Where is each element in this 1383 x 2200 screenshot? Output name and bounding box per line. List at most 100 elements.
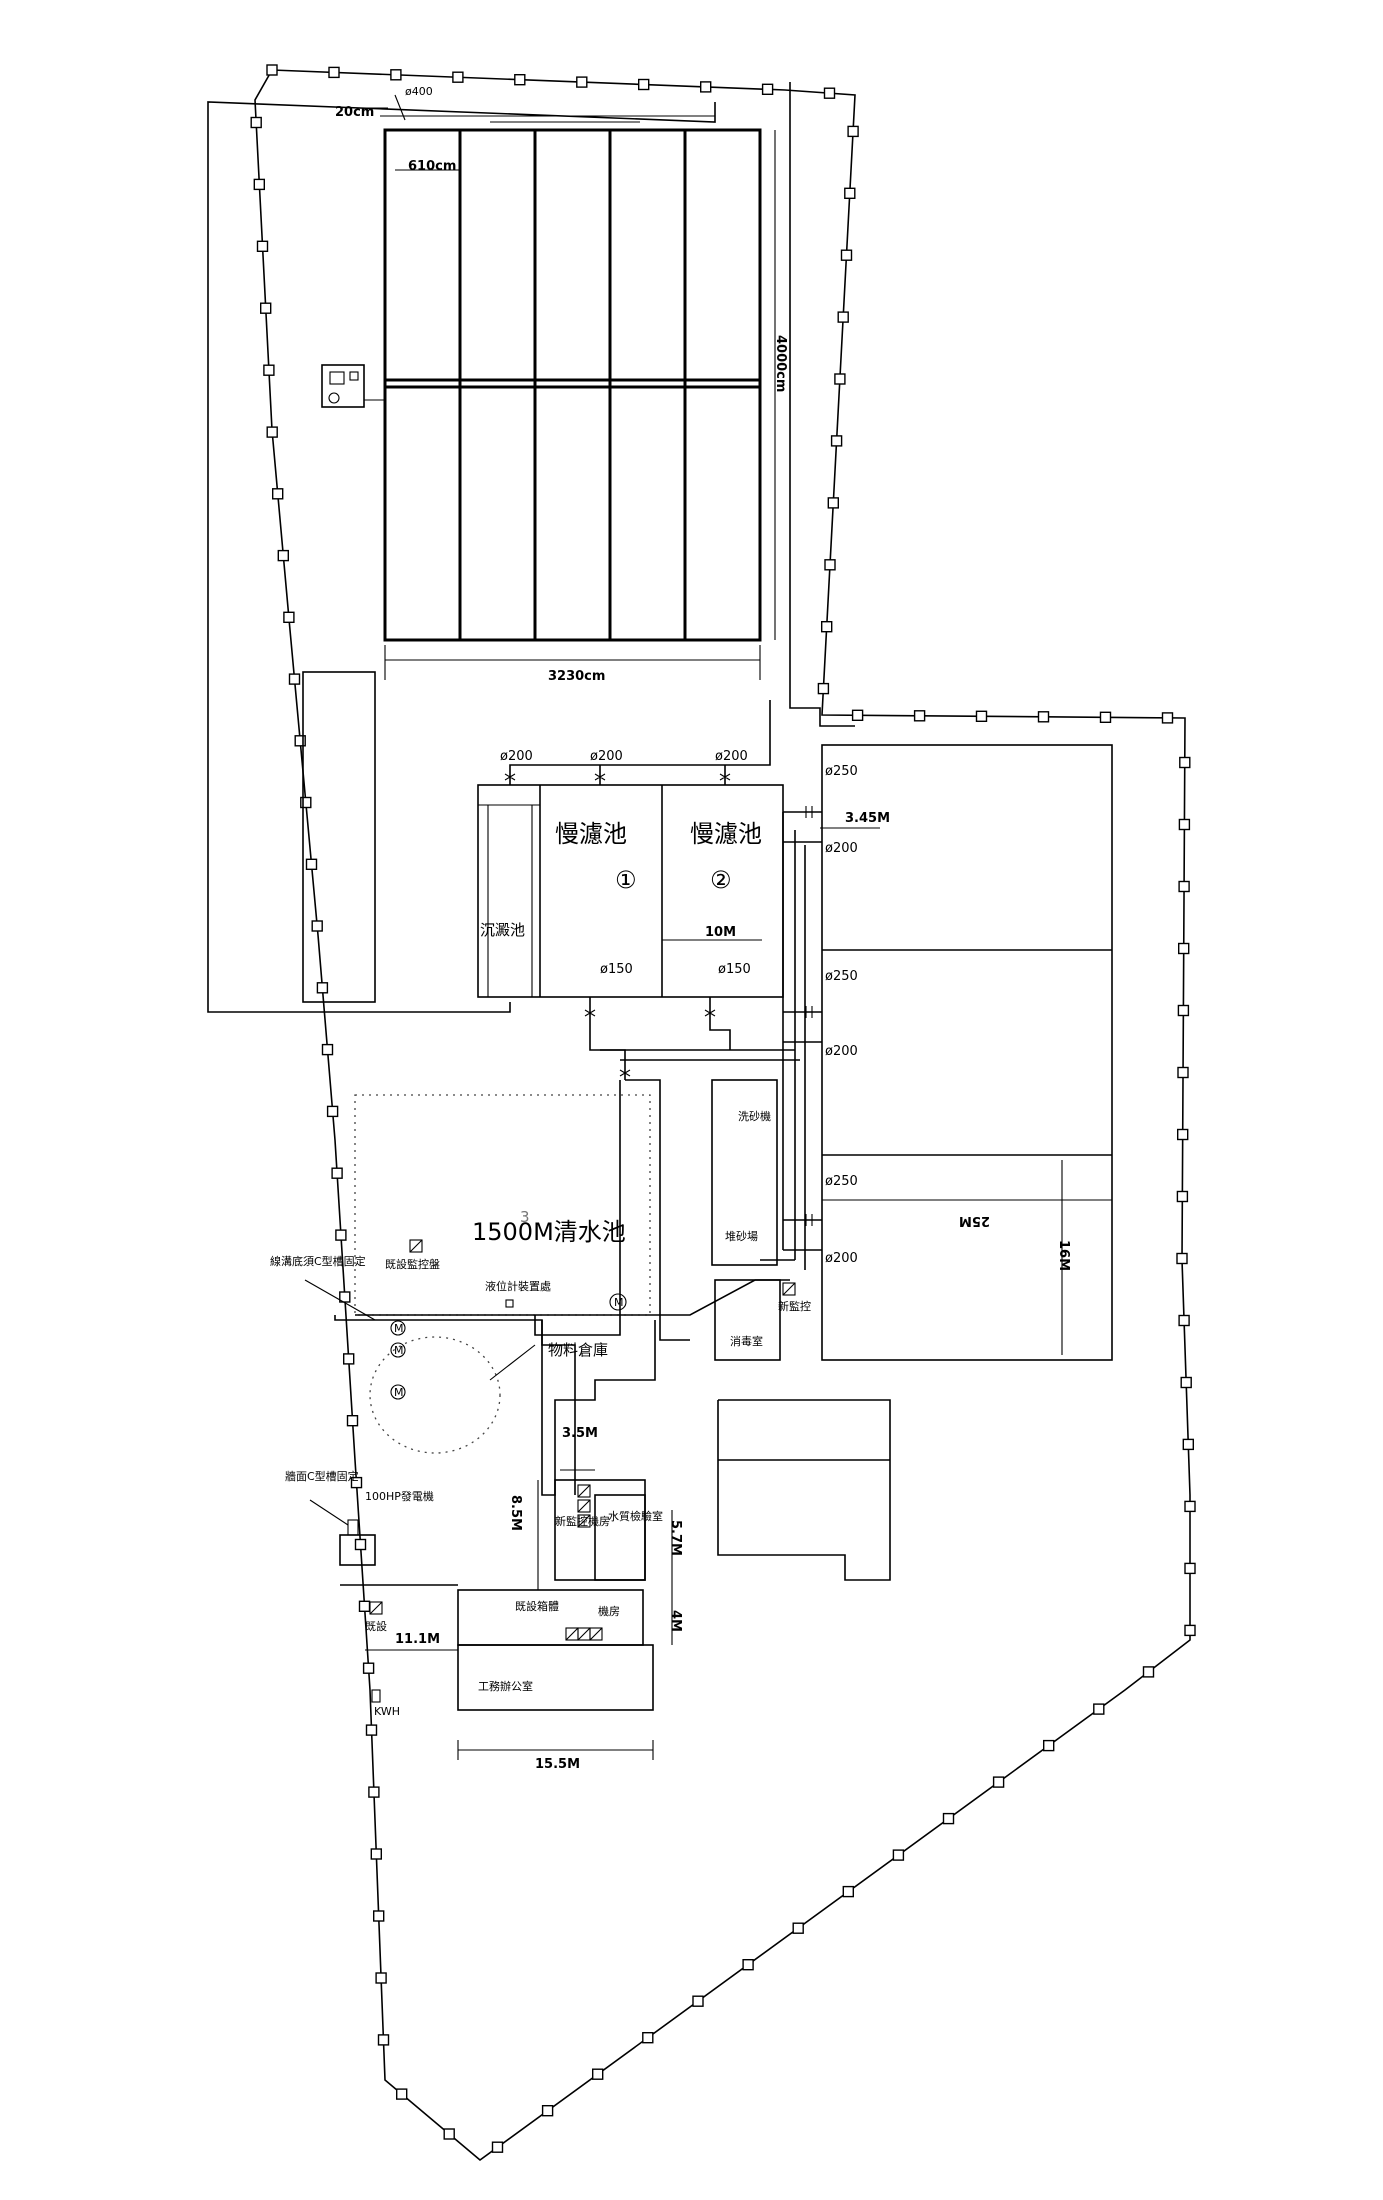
fence-post <box>375 1972 387 1984</box>
fence-posts <box>250 64 1196 2153</box>
pipe-label: ø200 <box>825 841 858 856</box>
dimension-lines <box>350 94 880 1760</box>
pipe-label: ø200 <box>825 1251 858 1266</box>
pipe-labels: ø200 ø200 ø200 ø250 ø200 ø250 ø200 ø250 … <box>500 749 858 1266</box>
fence-post <box>1093 1703 1105 1715</box>
pipe-label: ø200 <box>500 749 533 764</box>
clear-water-sup: 3 <box>520 1208 530 1226</box>
trench-note: 線溝底須C型槽固定 <box>270 1254 366 1268</box>
fence-post <box>840 249 853 261</box>
dim-pipe400: ø400 <box>405 85 433 98</box>
outlet-pipes <box>584 997 800 1341</box>
slow-filter-1-label: 慢濾池 <box>555 820 627 848</box>
fence-post <box>1161 712 1174 724</box>
fence-post <box>842 1885 854 1898</box>
pipe-label: ø200 <box>590 749 623 764</box>
dim-4: 4M <box>668 1610 683 1632</box>
fence-post <box>824 559 836 571</box>
basin-feed-pipes <box>760 806 822 1270</box>
new-monitor-label: 新監控 <box>778 1299 811 1313</box>
lower-building-area <box>304 1279 656 1711</box>
round-tank <box>369 1336 501 1454</box>
fence-post <box>692 1995 704 2007</box>
fence-post <box>316 982 329 994</box>
kwh-label: KWH <box>374 1705 400 1718</box>
fence-post <box>335 1229 347 1241</box>
motor-label-4: M <box>394 1386 404 1399</box>
fence-post <box>892 1849 905 1861</box>
fence-post <box>821 621 833 633</box>
fence-post <box>837 311 849 323</box>
dim-35: 3.5M <box>562 1426 598 1441</box>
disinfection-label: 消毒室 <box>730 1334 763 1348</box>
fence-post <box>266 64 278 76</box>
dim-25: 25M <box>959 1213 990 1228</box>
monitor-equipment <box>369 1484 603 1703</box>
fence-post <box>761 83 774 96</box>
fence-post <box>443 2128 455 2140</box>
sedimentation-label: 沉澱池 <box>480 921 525 939</box>
fence-post <box>1177 1066 1189 1079</box>
fence-post <box>277 549 289 562</box>
fence-post <box>491 2141 504 2153</box>
fence-post <box>390 69 402 81</box>
fence-post <box>339 1291 351 1303</box>
fence-post <box>396 2088 408 2100</box>
dimension-labels: 20cm ø400 610cm 3230cm 3.45M 10M 3.5M 11… <box>335 85 1071 1772</box>
clear-water-piping <box>355 1080 790 1336</box>
text-labels: 慢濾池 慢濾池 ① ② 沉澱池 3 1500M清水池 既設監控盤 液位計裝置處 … <box>270 820 811 1718</box>
fence-post <box>266 426 278 438</box>
office-building <box>457 1644 654 1711</box>
fence-post <box>1180 1376 1192 1389</box>
pipe-label: ø250 <box>825 969 858 984</box>
slow-filter-2-label: 慢濾池 <box>690 820 762 848</box>
fence-post <box>942 1812 955 1825</box>
fence-post <box>452 71 464 83</box>
fence-post <box>1178 818 1191 831</box>
fence-post <box>792 1922 804 1934</box>
filter-grid-array <box>380 115 776 680</box>
pipe-label: ø150 <box>718 962 751 977</box>
motor-label-3: M <box>394 1344 404 1357</box>
perimeter-fence <box>254 69 1191 2162</box>
fence-post <box>1177 1004 1190 1017</box>
disinfection-room <box>714 1279 781 1361</box>
new-monitor-room-label: 新監控機房 <box>555 1514 610 1528</box>
fence-post <box>541 2104 554 2117</box>
fence-post <box>373 1910 385 1922</box>
level-gauge-label: 液位計裝置處 <box>485 1279 551 1293</box>
fence-post <box>331 1167 343 1179</box>
sand-washer-yard <box>711 1079 778 1266</box>
fence-post <box>1184 1562 1196 1575</box>
dim-20cm: 20cm <box>335 105 374 120</box>
fence-post <box>343 1353 355 1365</box>
clear-water-tank <box>354 1094 651 1316</box>
dim-345: 3.45M <box>845 811 890 826</box>
fence-post <box>1099 711 1112 723</box>
fence-post <box>1176 1128 1189 1141</box>
pipe-label: ø150 <box>600 962 633 977</box>
fence-post <box>377 2034 390 2046</box>
other-buildings <box>717 1399 891 1581</box>
sand-yard-label: 堆砂場 <box>725 1230 758 1243</box>
fence-post <box>700 81 712 93</box>
office-label: 工務辦公室 <box>478 1679 533 1693</box>
fence-post <box>362 1662 375 1674</box>
fence-post <box>1178 1314 1190 1327</box>
fence-post <box>975 710 988 722</box>
fence-post <box>326 1105 339 1118</box>
fence-post <box>1182 1438 1195 1451</box>
fence-post <box>830 435 843 447</box>
dim-111: 11.1M <box>395 1632 440 1647</box>
water-lab-label: 水質檢驗室 <box>608 1509 663 1523</box>
fence-post <box>742 1958 754 1971</box>
water-lab <box>594 1494 646 1581</box>
fence-post <box>300 796 312 809</box>
fence-post <box>368 1786 380 1798</box>
existing-label: 既設 <box>365 1619 387 1633</box>
fence-post <box>827 497 839 509</box>
pipe-label: ø200 <box>715 749 748 764</box>
sand-washer-label: 洗砂機 <box>738 1109 771 1123</box>
fence-post <box>1176 1252 1188 1265</box>
